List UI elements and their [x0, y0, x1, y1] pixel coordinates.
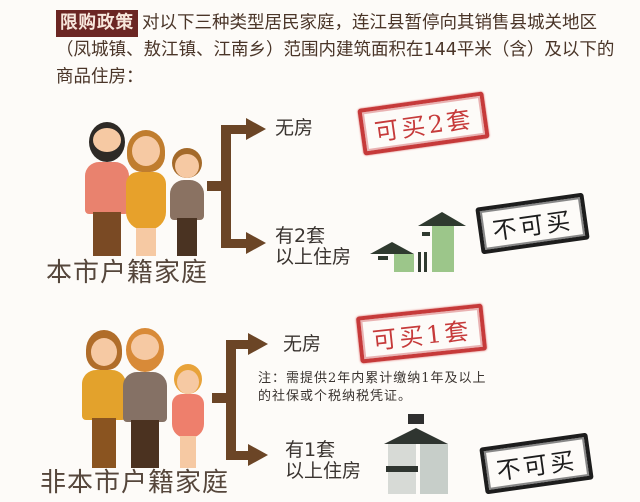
bracket-top-arm — [221, 125, 247, 134]
father-legs — [131, 420, 159, 468]
stamp-can-buy-2: 可买2套 — [357, 91, 490, 156]
family-label-nonlocal: 非本市户籍家庭 — [40, 468, 230, 498]
mother-head — [132, 136, 160, 166]
arrow-right-icon — [248, 444, 268, 466]
bracket-vertical — [221, 125, 231, 248]
stamp-can-buy-1: 可买1套 — [355, 303, 488, 364]
houses-icon — [370, 212, 466, 274]
family-label-local: 本市户籍家庭 — [46, 258, 209, 288]
bracket-top-arm — [226, 340, 250, 349]
bracket-bottom-arm — [221, 239, 247, 248]
option-own-1-plus: 有1套 以上住房 — [285, 440, 361, 482]
option-label-line2: 以上住房 — [275, 246, 352, 268]
option-label-line1: 有1套 — [285, 439, 336, 461]
mother-legs — [136, 228, 156, 256]
bracket-bottom-arm — [226, 451, 250, 460]
note-line2: 的社保或个税纳税凭证。 — [258, 389, 413, 404]
note-line1: 注：需提供2年内累计缴纳1年及以上 — [258, 371, 487, 386]
family-illustration-local — [80, 120, 210, 260]
mother-head — [91, 338, 117, 366]
bracket-connector — [212, 393, 232, 403]
arrow-right-icon — [246, 118, 266, 140]
daughter-legs — [180, 436, 196, 468]
buildings-icon — [380, 414, 455, 494]
option-label-line1: 有2套 — [275, 225, 326, 247]
daughter-head — [177, 370, 199, 394]
father-body — [85, 162, 129, 214]
father-head — [131, 334, 159, 360]
father-legs — [93, 212, 121, 256]
child-head — [175, 154, 199, 178]
child-legs — [177, 218, 197, 256]
father-body — [123, 372, 167, 422]
mother-legs — [92, 418, 116, 468]
child-body — [170, 180, 204, 220]
policy-text: 对以下三种类型居民家庭，连江县暂停向其销售县城关地区（凤城镇、敖江镇、江南乡）范… — [56, 13, 615, 87]
option-no-house: 无房 — [275, 117, 314, 139]
option-own-2-plus: 有2套 以上住房 — [275, 226, 351, 268]
bracket-vertical — [226, 340, 236, 460]
option-no-house: 无房 — [283, 333, 322, 355]
mother-body — [126, 172, 166, 230]
family-illustration-nonlocal — [82, 328, 212, 474]
bracket-connector — [207, 181, 227, 191]
policy-tag: 限购政策 — [56, 10, 138, 37]
stamp-cannot-buy: 不可买 — [479, 432, 594, 495]
arrow-right-icon — [246, 232, 266, 254]
option-label-line2: 以上住房 — [285, 460, 362, 482]
policy-intro: 限购政策对以下三种类型居民家庭，连江县暂停向其销售县城关地区（凤城镇、敖江镇、江… — [56, 10, 616, 91]
stamp-cannot-buy: 不可买 — [475, 192, 590, 255]
father-head — [93, 128, 121, 152]
note-requirement: 注：需提供2年内累计缴纳1年及以上 的社保或个税纳税凭证。 — [258, 370, 487, 406]
mother-body — [82, 370, 126, 420]
daughter-body — [172, 394, 204, 438]
arrow-right-icon — [248, 333, 268, 355]
